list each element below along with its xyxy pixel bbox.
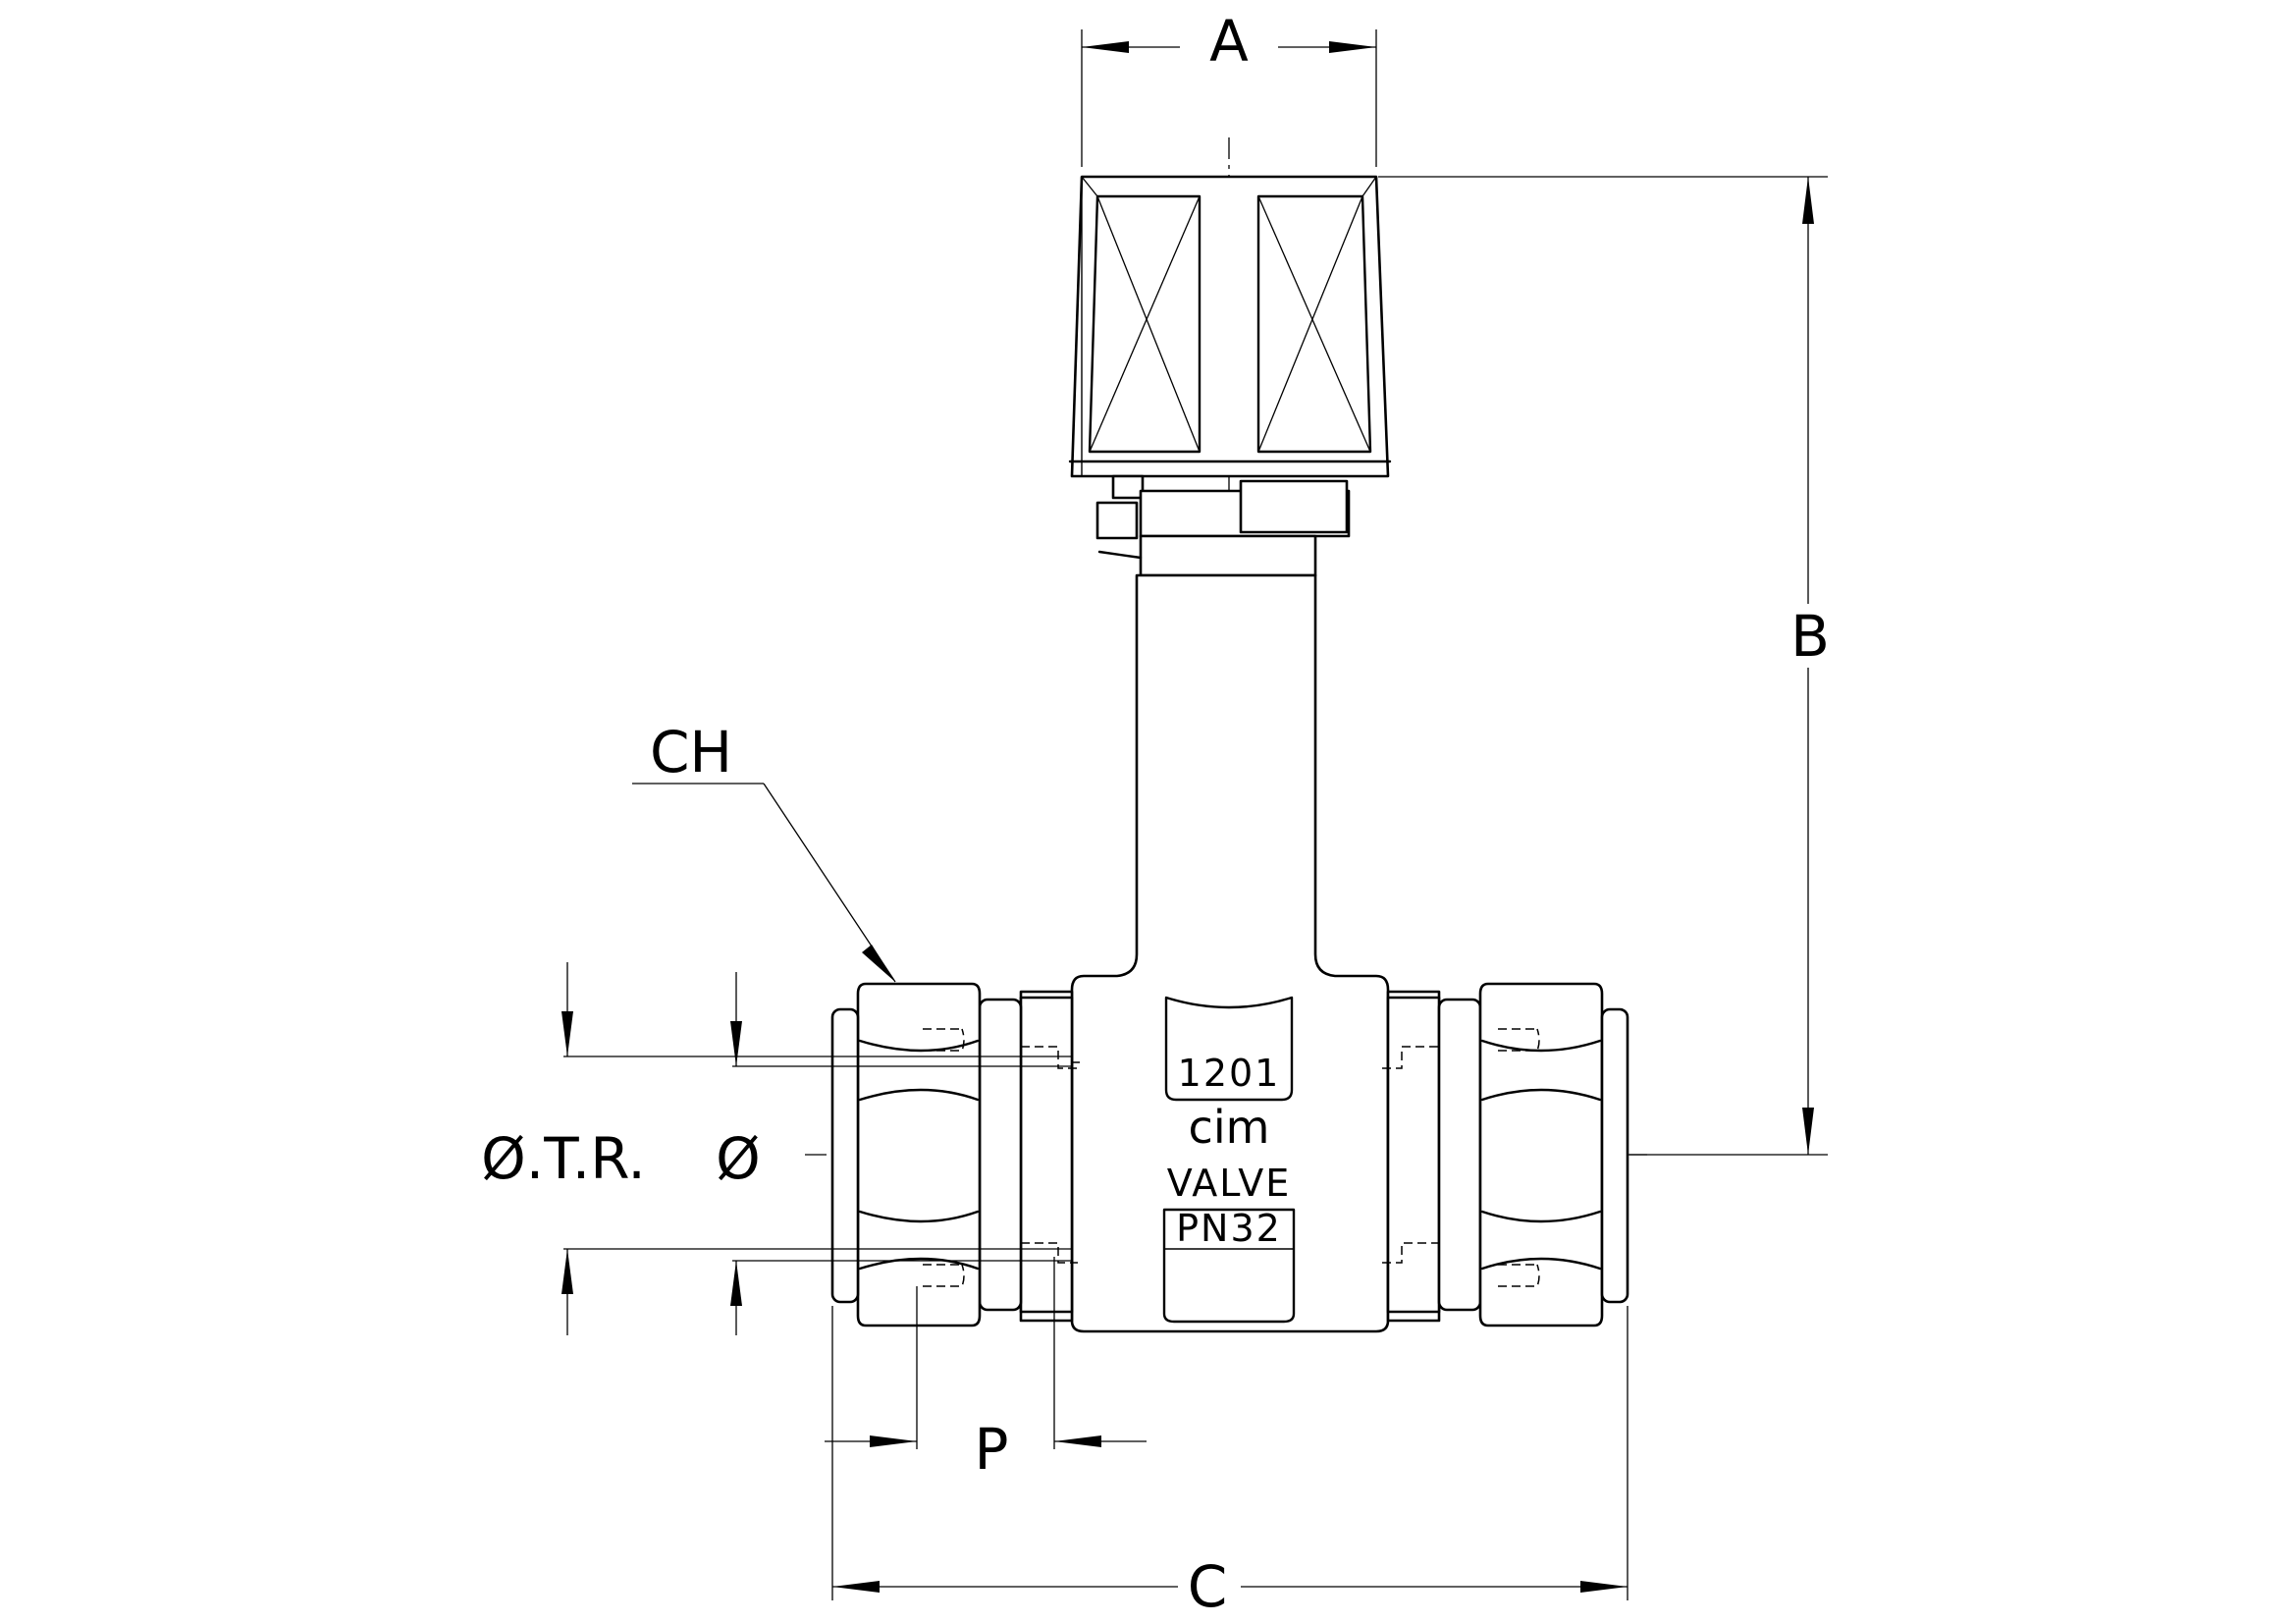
stem-collar — [1095, 474, 1351, 577]
dimension-ch-leader — [632, 783, 896, 983]
label-otr: Ø.T.R. — [481, 1125, 646, 1192]
dimension-p — [825, 1257, 1147, 1449]
marking-valve: VALVE — [1167, 1162, 1292, 1205]
right-end-fitting — [1382, 982, 1629, 1327]
handle-knob — [1068, 175, 1392, 478]
dimension-b — [1378, 176, 1828, 1156]
valve-body — [1070, 573, 1390, 1333]
label-p: P — [975, 1416, 1009, 1483]
left-end-fitting — [830, 982, 1080, 1327]
marking-model: 1201 — [1178, 1052, 1281, 1095]
marking-brand-logo: cim — [1189, 1101, 1270, 1154]
label-ch: CH — [650, 719, 732, 785]
label-dia: Ø — [716, 1125, 761, 1192]
label-b: B — [1790, 603, 1830, 670]
dimension-c — [831, 1306, 1629, 1600]
label-c: C — [1188, 1553, 1228, 1620]
dimension-a — [1081, 29, 1377, 167]
dimension-diameters — [561, 962, 1072, 1335]
marking-pressure: PN32 — [1176, 1207, 1282, 1250]
label-a: A — [1209, 8, 1249, 75]
